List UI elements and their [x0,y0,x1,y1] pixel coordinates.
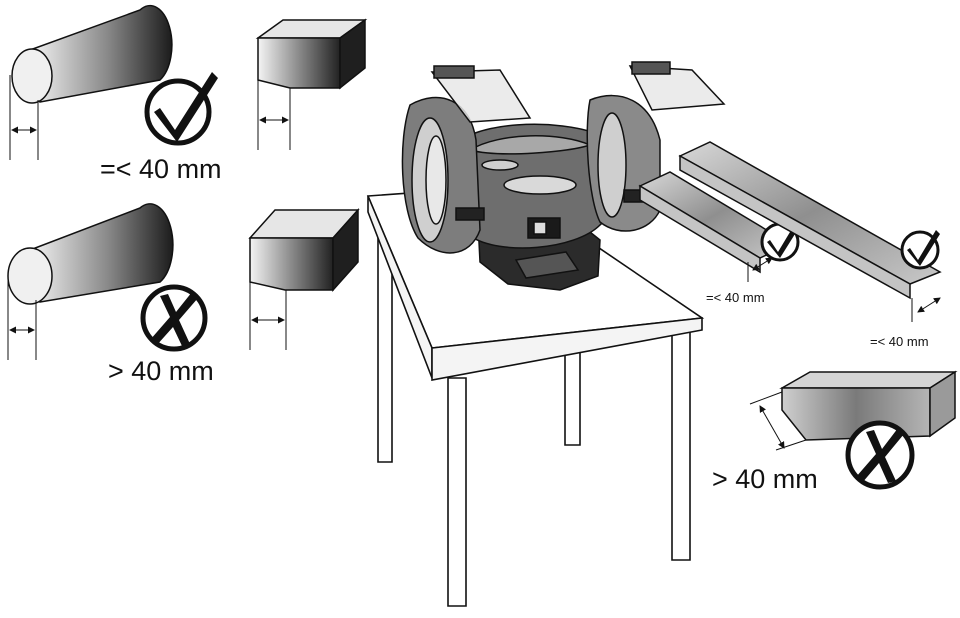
cube-workpiece-ok [255,18,368,150]
long-flat-bar-ok [678,141,942,322]
cylinder-workpiece-ok [9,4,173,160]
cross-mark-icon [140,284,208,352]
cube-workpiece-too-large [248,208,360,350]
max-thickness-ok-label-2: =< 40 mm [870,334,929,349]
check-mark-icon [900,230,940,270]
check-mark-icon [144,72,218,146]
too-large-diameter-label: > 40 mm [108,356,214,386]
too-large-thickness-label: > 40 mm [712,464,818,494]
cross-mark-icon [845,420,915,490]
max-thickness-ok-label: =< 40 mm [706,290,765,305]
cylinder-workpiece-too-large [7,203,174,360]
max-diameter-ok-label: =< 40 mm [100,154,222,184]
short-flat-bar-ok [638,171,792,282]
